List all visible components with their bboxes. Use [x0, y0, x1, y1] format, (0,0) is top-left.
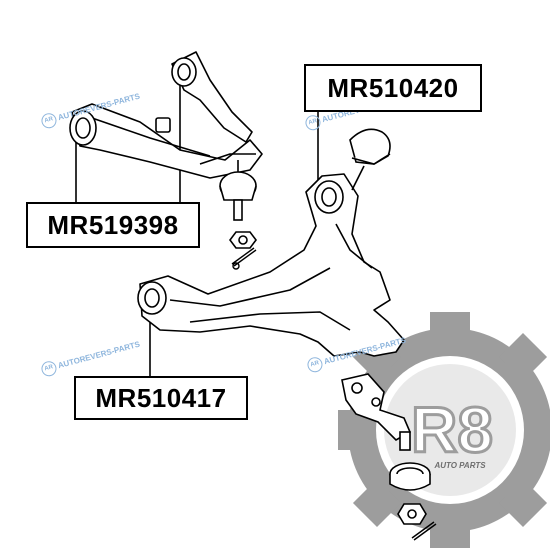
logo-mark: R8	[411, 394, 493, 466]
lower-ball-joint	[341, 373, 412, 451]
upper-ball-joint	[219, 160, 257, 221]
part-label-lower-front-bushing: MR510417	[74, 376, 248, 420]
upper-control-arm	[69, 51, 263, 179]
dust-boot-ring	[389, 462, 431, 491]
bump-stop	[349, 128, 391, 191]
lower-control-arm	[137, 173, 405, 357]
leader-lines	[75, 80, 319, 378]
lower-cotter-pin	[411, 521, 437, 541]
lower-nut	[397, 503, 427, 525]
upper-nut	[229, 231, 257, 249]
part-label-lower-rear-bushing: MR510420	[304, 64, 482, 112]
logo-text: AUTO PARTS	[433, 461, 486, 470]
cotter-pin	[231, 247, 257, 270]
part-label-upper-bushing: MR519398	[26, 202, 200, 248]
